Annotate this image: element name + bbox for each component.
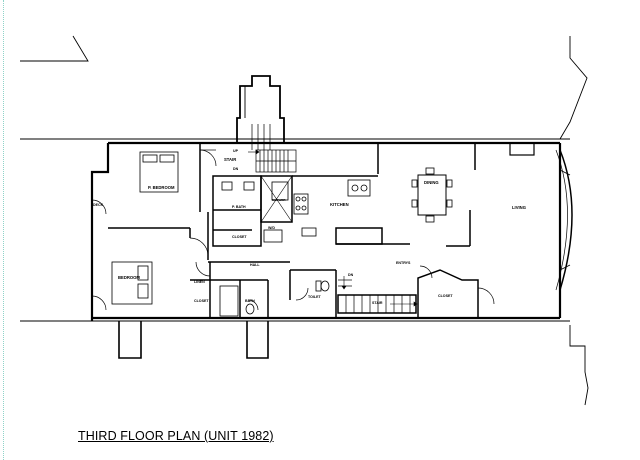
right-lower-jog	[569, 325, 589, 406]
washer-dryer	[263, 229, 283, 243]
label-linen: LINEN	[194, 280, 205, 284]
label-dn-top: DN	[233, 167, 239, 171]
plan-title: THIRD FLOOR PLAN (UNIT 1982)	[78, 429, 274, 443]
cooktop	[293, 193, 309, 215]
label-stair-top: STAIR	[224, 157, 236, 162]
bottom-pier-left	[118, 321, 142, 359]
p-bedroom-bed	[139, 151, 179, 193]
label-closet-right: CLOSET	[438, 294, 453, 298]
fireplace	[509, 142, 535, 156]
label-shower: SHOWER	[272, 198, 286, 202]
label-p-bath: P. BATH	[232, 205, 246, 209]
label-stair-bottom: STAIR	[372, 301, 383, 305]
top-left-angle-line	[20, 35, 89, 62]
label-deck: DECK	[93, 203, 104, 207]
label-dn-bottom: DN	[348, 273, 354, 277]
bedroom-bed	[111, 261, 153, 305]
outer-wall-left	[90, 143, 110, 321]
sink-pbath-2	[243, 181, 255, 191]
label-p-bedroom: P. BEDROOM	[148, 185, 175, 190]
label-bedroom: BEDROOM	[118, 275, 140, 280]
label-wd: W/D	[268, 226, 275, 230]
dining-table	[417, 174, 447, 216]
label-kitchen: KITCHEN	[330, 202, 349, 207]
label-entrance: ENTRYS	[396, 261, 411, 265]
page-margin-guide	[3, 0, 4, 460]
kitchen-island	[335, 227, 383, 245]
bay-window	[559, 149, 573, 291]
bottom-pier-right	[246, 321, 269, 359]
bay-top	[236, 75, 285, 143]
label-living: LIVING	[512, 205, 526, 210]
sink-pbath-1	[221, 181, 233, 191]
right-upper-jog	[559, 36, 588, 140]
kitchen-sink	[347, 179, 371, 197]
shower-tray	[271, 181, 289, 201]
wall-entry-closet	[417, 269, 479, 318]
wall-stair-shaft	[260, 175, 293, 223]
label-closet-left: CLOSET	[194, 299, 209, 303]
label-up: UP	[233, 149, 239, 153]
label-hall: HALL	[250, 263, 260, 267]
bathtub	[219, 285, 239, 317]
label-closet-upper: CLOSET	[232, 235, 247, 239]
toilet-fixture	[320, 280, 330, 292]
label-dining: DINING	[424, 180, 439, 185]
label-bath: BATH	[245, 299, 255, 303]
label-toilet: TOILET	[308, 295, 322, 299]
